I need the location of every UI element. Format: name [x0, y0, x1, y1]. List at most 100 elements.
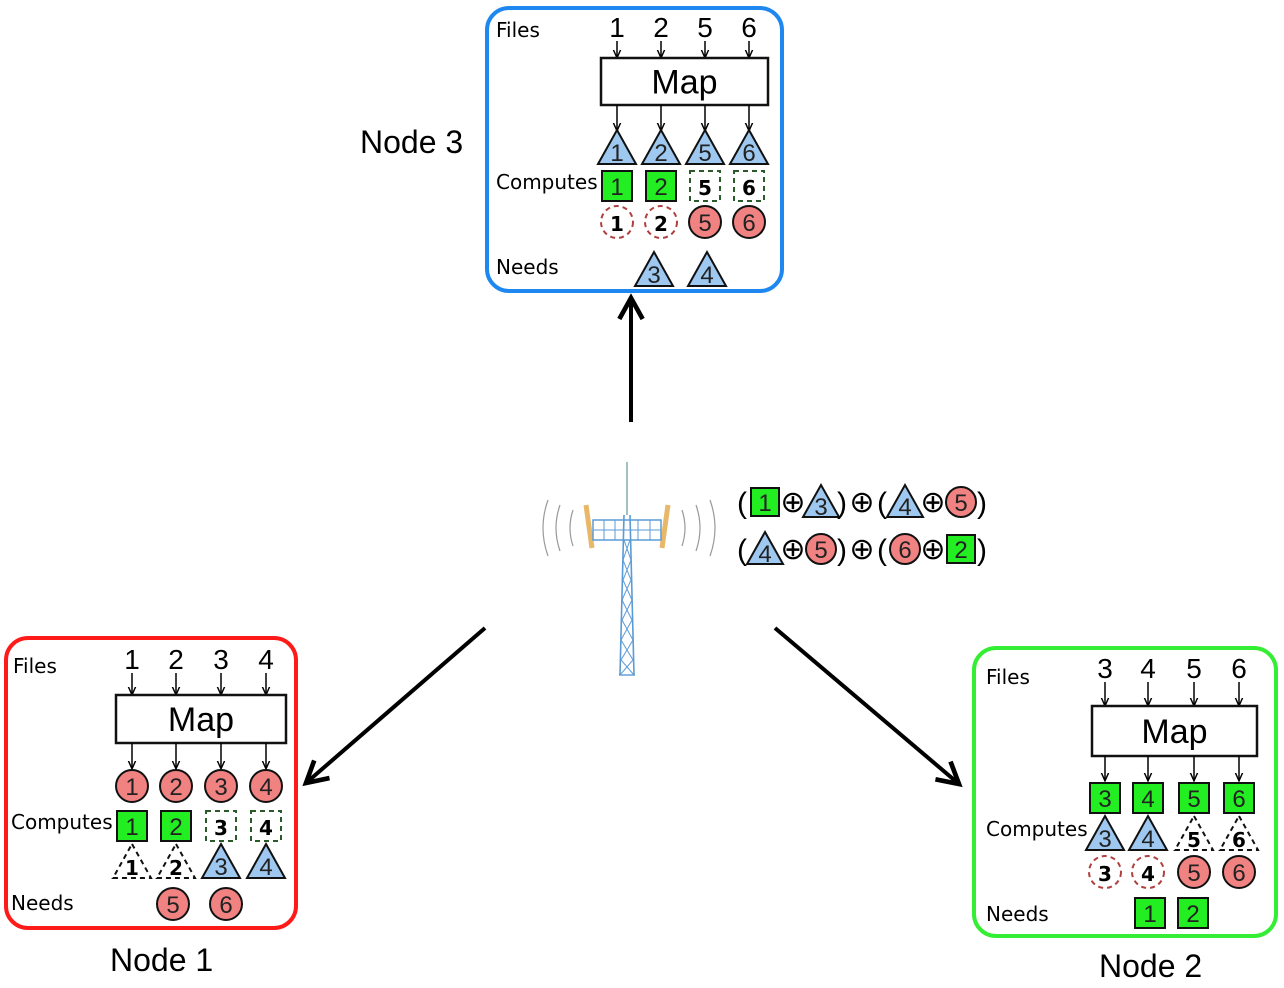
square-shape — [1089, 782, 1121, 814]
triangle-2: 2 — [640, 127, 682, 167]
triangle-shape — [155, 841, 197, 879]
square-5: 5 — [1178, 782, 1210, 814]
symbol-label: 1 — [125, 774, 138, 801]
file-6-label: 6 — [741, 12, 757, 43]
symbol-label: 6 — [1232, 786, 1245, 813]
symbol-label: 4 — [700, 262, 713, 289]
square-shape — [946, 534, 976, 564]
triangle-4: 4 — [686, 249, 728, 289]
symbol-label: 4 — [1141, 786, 1154, 813]
triangle-6-missing: 6 — [1218, 813, 1260, 852]
xor-operator: ⊕ — [920, 486, 945, 519]
symbol-label: 6 — [1232, 860, 1245, 887]
triangle-4: 4 — [885, 482, 925, 521]
computes-label: Computes — [496, 170, 598, 194]
square-shape — [645, 170, 677, 202]
circle-6: 6 — [209, 887, 243, 921]
triangle-3: 3 — [633, 249, 675, 289]
symbol-label: 2 — [169, 774, 182, 801]
xor-operator: ⊕ — [780, 533, 805, 566]
square-1: 1 — [1134, 897, 1166, 929]
circle-shape — [688, 205, 722, 239]
triangle-5: 5 — [684, 127, 726, 167]
triangle-shape — [1127, 813, 1169, 851]
file-1-label: 1 — [124, 644, 140, 675]
triangle-shape — [686, 249, 728, 287]
circle-4: 4 — [249, 769, 283, 803]
square-4: 4 — [1132, 782, 1164, 814]
computes-label: Computes — [986, 817, 1088, 841]
circle-5: 5 — [688, 205, 722, 239]
symbol-label: 5 — [698, 210, 711, 237]
open-paren: ( — [737, 487, 747, 520]
triangle-4: 4 — [245, 841, 287, 881]
symbol-label: 5 — [698, 176, 712, 200]
circle-1: 1 — [115, 769, 149, 803]
needs-label: Needs — [496, 255, 559, 279]
files-label: Files — [13, 654, 57, 678]
open-paren: ( — [737, 534, 747, 567]
triangle-1: 1 — [596, 127, 638, 167]
symbol-label: 2 — [1186, 901, 1199, 928]
symbol-label: 2 — [169, 856, 183, 880]
square-shape — [205, 810, 237, 842]
symbol-label: 1 — [610, 174, 623, 201]
triangle-3: 3 — [200, 841, 242, 881]
files-label: Files — [986, 665, 1030, 689]
file-5-label: 5 — [697, 12, 713, 43]
symbol-label: 1 — [1143, 901, 1156, 928]
file-4-label: 4 — [1140, 653, 1156, 684]
xor-operator: ⊕ — [920, 533, 945, 566]
triangle-6: 6 — [728, 127, 770, 167]
circle-6: 6 — [1222, 855, 1256, 889]
open-paren: ( — [877, 487, 887, 520]
symbol-label: 3 — [647, 262, 660, 289]
xor-operator: ⊕ — [849, 533, 874, 566]
circle-shape — [249, 769, 283, 803]
symbol-label: 1 — [758, 490, 771, 517]
equation-row-1: (1⊕3)⊕(4⊕5) — [737, 482, 987, 521]
open-paren: ( — [877, 534, 887, 567]
square-shape — [601, 170, 633, 202]
arrow-to-node-2 — [773, 626, 959, 784]
symbol-label: 6 — [898, 537, 911, 564]
square-2: 2 — [946, 534, 976, 564]
circle-2: 2 — [159, 769, 193, 803]
triangle-shape — [111, 841, 153, 879]
symbol-label: 1 — [610, 212, 624, 236]
cell-tower-icon — [542, 462, 716, 676]
symbol-label: 5 — [1187, 828, 1201, 852]
symbol-label: 5 — [1187, 860, 1200, 887]
broadcast-equations: (1⊕3)⊕(4⊕5)(4⊕5)⊕(6⊕2) — [737, 482, 987, 568]
symbol-label: 6 — [742, 210, 755, 237]
triangle-shape — [728, 127, 770, 165]
close-paren: ) — [977, 487, 987, 520]
symbol-label: 4 — [898, 494, 911, 521]
node-1-title: Node 1 — [110, 942, 213, 978]
circle-shape — [889, 533, 921, 565]
circle-2-missing: 2 — [644, 205, 678, 239]
triangle-4: 4 — [745, 529, 785, 568]
triangle-1-missing: 1 — [111, 841, 153, 880]
triangle-shape — [1084, 813, 1126, 851]
map-label: Map — [1141, 713, 1207, 751]
symbol-label: 5 — [698, 140, 711, 167]
node-3-title: Node 3 — [360, 124, 463, 160]
triangle-shape — [596, 127, 638, 165]
square-6: 6 — [1223, 782, 1255, 814]
computes-label: Computes — [11, 810, 113, 834]
file-4-label: 4 — [258, 644, 274, 675]
node-2-title: Node 2 — [1099, 948, 1202, 984]
map-label: Map — [651, 64, 717, 102]
circle-3: 3 — [204, 769, 238, 803]
circle-shape — [159, 769, 193, 803]
triangle-shape — [684, 127, 726, 165]
circle-shape — [115, 769, 149, 803]
file-3-label: 3 — [213, 644, 229, 675]
circle-shape — [805, 533, 837, 565]
triangle-shape — [633, 249, 675, 287]
symbol-label: 3 — [814, 494, 827, 521]
xor-operator: ⊕ — [780, 486, 805, 519]
